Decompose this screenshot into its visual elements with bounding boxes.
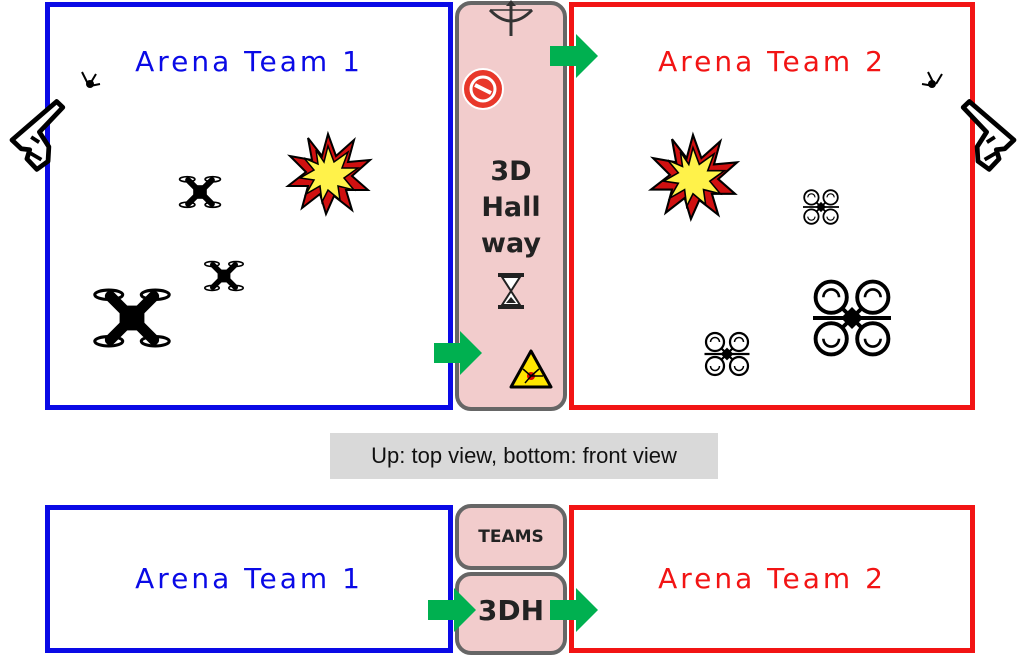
arena-team-2-front: Arena Team 2 — [569, 505, 975, 653]
hallway-top: 3D Hall way — [455, 1, 567, 411]
arrow-icon — [434, 331, 482, 375]
view-caption: Up: top view, bottom: front view — [330, 433, 718, 479]
teams-label: TEAMS — [478, 527, 544, 547]
explosion-icon — [287, 133, 371, 215]
hourglass-icon — [498, 273, 524, 309]
crossbow-icon — [488, 0, 534, 36]
arena-team-2-top: Arena Team 2 — [569, 2, 975, 410]
arrow-icon — [428, 588, 476, 632]
hallway-line-3: way — [481, 228, 541, 259]
drone-icon — [802, 189, 840, 225]
drone-icon — [84, 270, 180, 366]
hallway-front-label: 3DH — [477, 594, 545, 627]
drone-icon — [175, 167, 225, 217]
drone-icon — [199, 251, 249, 301]
arrow-icon — [550, 588, 598, 632]
arena-team-2-front-title: Arena Team 2 — [658, 562, 886, 595]
arena-team-1-front-title: Arena Team 1 — [135, 562, 363, 595]
arena-team-2-title: Arena Team 2 — [658, 45, 886, 78]
hallway-line-2: Hall — [481, 192, 541, 223]
arena-team-1-title: Arena Team 1 — [135, 45, 363, 78]
explosion-icon — [649, 133, 739, 221]
arrow-icon — [550, 34, 598, 78]
drone-icon — [811, 279, 893, 357]
pistol-icon — [8, 71, 101, 150]
drone-icon — [703, 331, 751, 377]
pistol-icon — [921, 71, 1018, 150]
hallway-line-1: 3D — [490, 156, 532, 187]
teams-box: TEAMS — [455, 504, 567, 570]
no-entry-icon — [462, 68, 504, 110]
arena-team-1-front: Arena Team 1 — [45, 505, 453, 653]
laser-warning-icon — [509, 349, 553, 389]
